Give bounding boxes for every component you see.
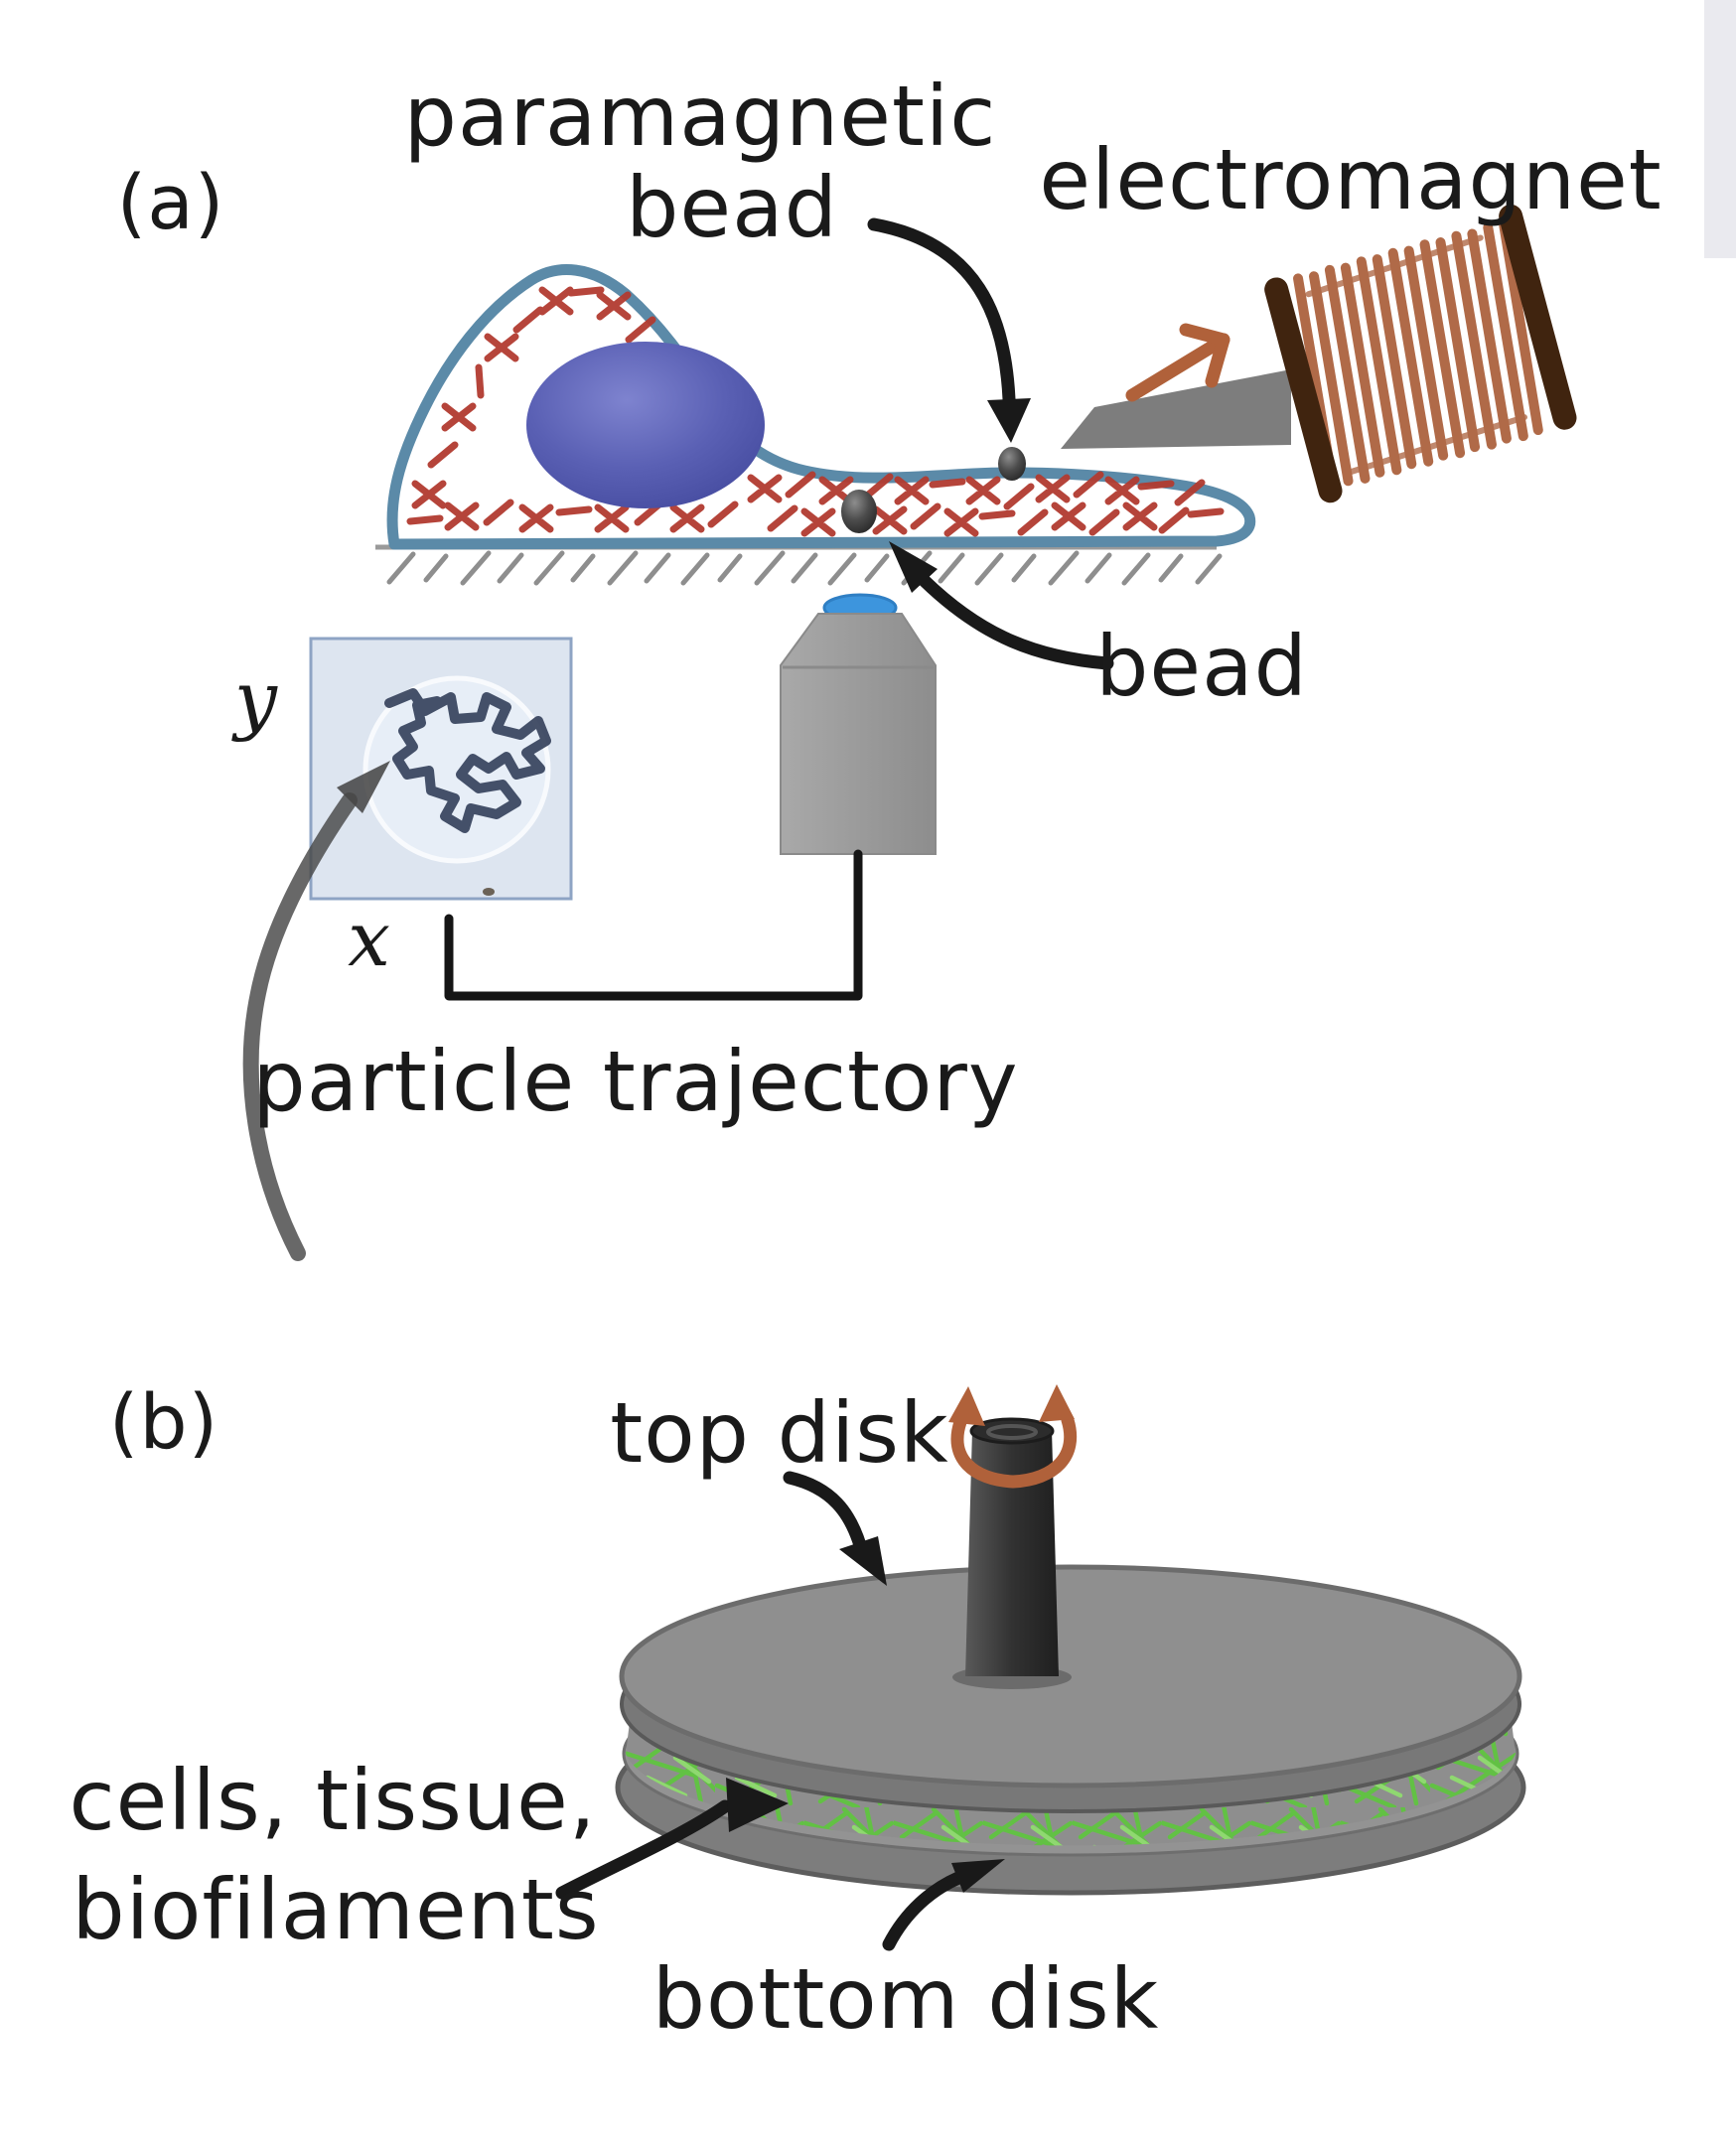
coil-cap-left — [1264, 277, 1343, 503]
panel-a-labels: (a) paramagnetic bead electromagnet bead… — [117, 68, 1662, 1130]
biofilament-network — [626, 1722, 1516, 1846]
page-edge-strip — [1704, 0, 1736, 258]
bottom-disk-label: bottom disk — [652, 1950, 1160, 2048]
force-arrow — [1125, 323, 1230, 402]
arrowhead-icon — [839, 1536, 887, 1586]
bead-label: bead — [1095, 618, 1308, 715]
paramagnetic-bead-label-line2: bead — [626, 159, 838, 256]
top-disk — [619, 1564, 1522, 1788]
panel-a: (a) paramagnetic bead electromagnet bead… — [117, 68, 1662, 1261]
force-arrow-head — [1179, 323, 1230, 388]
trajectory-speck — [483, 888, 495, 896]
paramagnetic-bead — [998, 447, 1026, 481]
shaft-top-swirl — [986, 1424, 1038, 1440]
particle-trajectory-squiggle — [384, 688, 551, 833]
particle-trajectory-arrow — [242, 761, 390, 1261]
signal-connector-line — [444, 849, 863, 1001]
arrowhead-icon — [948, 1386, 985, 1426]
electromagnet-coil — [1264, 204, 1577, 503]
rheometer — [615, 1417, 1526, 1896]
arrowhead-icon — [1039, 1384, 1075, 1422]
rotation-arrow — [948, 1384, 1078, 1489]
cell-nucleus — [526, 342, 765, 508]
arrowhead-icon — [889, 541, 938, 593]
x-axis-label: x — [348, 895, 391, 983]
actin-tail-row1 — [747, 471, 1206, 510]
arrowhead-icon — [951, 1859, 1005, 1893]
bottom-disk-arrow — [882, 1859, 1005, 1951]
panel-a-letter: (a) — [117, 158, 225, 246]
actin-tail-row2 — [767, 501, 1225, 537]
y-axis-label: y — [231, 654, 278, 743]
actin-hump-bottom — [406, 499, 739, 533]
paramagnetic-bead-arrow — [867, 217, 1031, 443]
arrowhead-icon — [987, 398, 1031, 443]
ground-hatching — [386, 550, 1223, 586]
bead-in-cell — [841, 490, 877, 533]
microscope-objective — [780, 593, 937, 855]
top-disk-arrow — [783, 1471, 887, 1586]
panel-b: (b) top disk cells, tissue, biofilaments… — [69, 1377, 1526, 2048]
arrowhead-icon — [726, 1778, 789, 1832]
objective-body — [780, 613, 937, 855]
paramagnetic-bead-label-line1: paramagnetic — [404, 68, 997, 165]
panel-b-labels: (b) top disk cells, tissue, biofilaments… — [69, 1377, 1160, 2048]
particle-trajectory-label: particle trajectory — [252, 1033, 1018, 1130]
sample-label-line1: cells, tissue, — [69, 1752, 596, 1849]
sample-label-line2: biofilaments — [72, 1861, 599, 1958]
top-disk-label: top disk — [610, 1384, 948, 1482]
panel-b-letter: (b) — [109, 1377, 219, 1466]
bead-arrow — [889, 541, 1114, 670]
trajectory-plot — [309, 637, 573, 901]
coil-cap-right — [1499, 204, 1577, 430]
coil-windings — [1293, 219, 1543, 493]
force-arrow-shaft — [1125, 333, 1230, 402]
drive-shaft — [965, 1430, 1059, 1676]
electromagnet-label: electromagnet — [1039, 131, 1662, 228]
arrowhead-icon — [337, 761, 390, 813]
coil-end-caps — [1264, 204, 1577, 503]
magnet-needle-tip — [1061, 369, 1291, 449]
sample-arrow — [555, 1778, 789, 1900]
